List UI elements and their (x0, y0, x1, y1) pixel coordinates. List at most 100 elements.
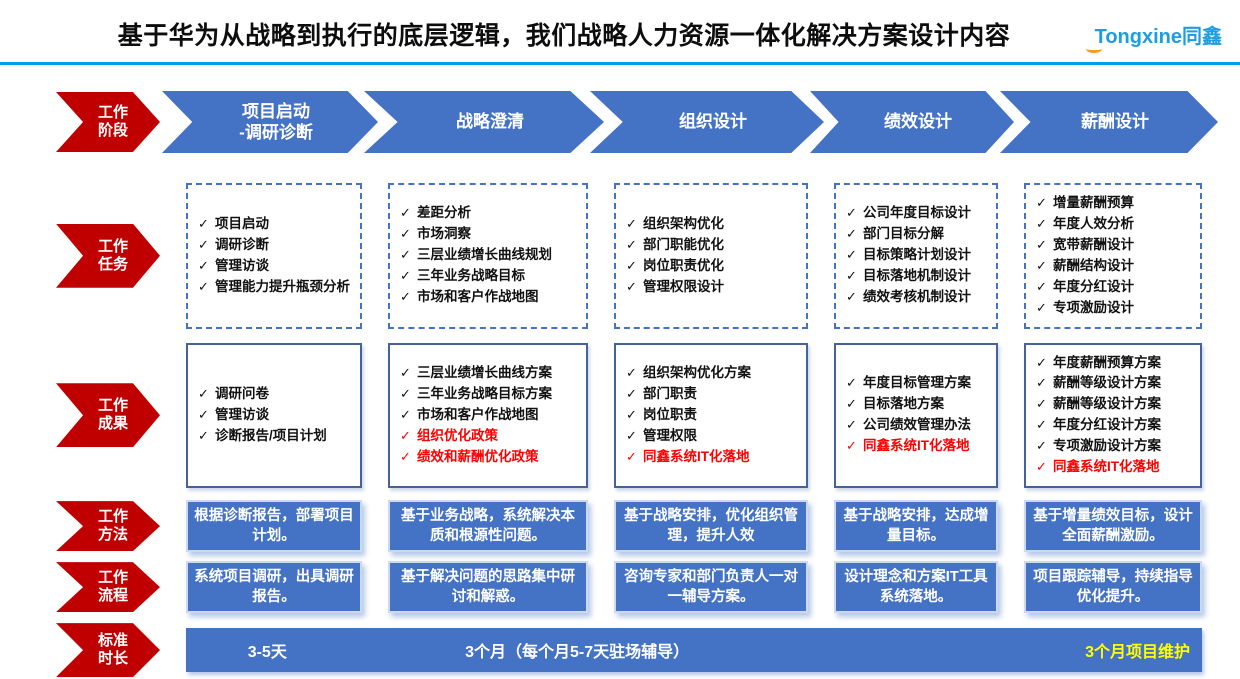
check-item: ✓ 三年业务战略目标方案 (400, 384, 578, 405)
check-icon: ✓ (1036, 278, 1047, 294)
check-item-label: 三层业绩增长曲线方案 (417, 364, 552, 380)
check-item: ✓绩效和薪酬优化政策 (400, 447, 578, 468)
check-icon: ✓ (400, 427, 411, 443)
check-item: ✓ 目标落地方案 (846, 394, 988, 415)
check-item: ✓市场洞察 (400, 224, 578, 245)
check-item: ✓管理访谈 (198, 256, 352, 277)
check-icon: ✓ (626, 364, 637, 380)
check-item-label: 市场洞察 (417, 226, 471, 242)
check-item: ✓市场和客户作战地图 (400, 405, 578, 426)
check-item: ✓ 年度分红设计方案 (1036, 415, 1192, 436)
check-item-label: 专项激励设计 (1053, 299, 1134, 315)
check-icon: ✓ (626, 215, 637, 231)
check-item-label: 三年业务战略目标方案 (417, 385, 552, 401)
row-label-tasks: 工作 任务 (56, 223, 160, 288)
check-item: ✓ 专项激励设计方案 (1036, 436, 1192, 457)
check-item: ✓市场和客户作战地图 (400, 287, 578, 308)
duration-bar: 3-5天 3个月（每个月5-7天驻场辅导） 3个月项目维护 (186, 628, 1202, 673)
flow-box-col2: 基于解决问题的思路集中研讨和解惑。 (388, 561, 588, 614)
check-item-label: 绩效和薪酬优化政策 (417, 448, 539, 464)
result-box-col2: ✓ 三层业绩增长曲线方案 ✓ 三年业务战略目标方案 ✓市场和客户作战地图 ✓组织优化政策… (388, 342, 588, 489)
task-box-col1: ✓项目启动✓调研诊断✓管理访谈✓管理能力提升瓶颈分析 (186, 183, 362, 329)
check-item: ✓组织优化政策 (400, 426, 578, 447)
phase-row: 工作 阶段 项目启动 -调研诊断 战略澄清 组织设计 绩效设计 薪酬设计 (56, 91, 1240, 153)
check-icon: ✓ (400, 289, 411, 305)
check-item: ✓ 三层业绩增长曲线规划 (400, 245, 578, 266)
check-item-label: 三层业绩增长曲线规划 (417, 247, 552, 263)
logo-text: Tongxine同鑫 (1094, 26, 1222, 48)
duration-row: 标准 时长 3-5天 3个月（每个月5-7天驻场辅导） 3个月项目维护 (56, 623, 1240, 678)
check-item: ✓公司绩效管理办法 (846, 415, 988, 436)
check-item: ✓管理权限 (626, 426, 798, 447)
method-box-col2: 基于业务战略，系统解决本质和根源性问题。 (388, 500, 588, 553)
check-item-label: 部门目标分解 (863, 226, 944, 242)
check-item-label: 管理访谈 (215, 257, 269, 273)
check-item: ✓公司年度目标设计 (846, 203, 988, 224)
check-item: ✓增量薪酬预算 (1036, 193, 1192, 214)
check-item-label: 岗位职责 (643, 406, 697, 422)
check-icon: ✓ (1036, 375, 1047, 391)
check-item: ✓诊断报告/项目计划 (198, 426, 352, 447)
check-icon: ✓ (1036, 417, 1047, 433)
check-item: ✓ 岗位职责优化 (626, 256, 798, 277)
process-board: 工作 阶段 项目启动 -调研诊断 战略澄清 组织设计 绩效设计 薪酬设计 (0, 91, 1240, 678)
check-icon: ✓ (400, 247, 411, 263)
check-icon: ✓ (846, 396, 857, 412)
check-icon: ✓ (846, 289, 857, 305)
check-icon: ✓ (1036, 299, 1047, 315)
check-item: ✓ 目标策略计划设计 (846, 245, 988, 266)
header: 基于华为从战略到执行的底层逻辑，我们战略人力资源一体化解决方案设计内容 Tong… (0, 0, 1240, 53)
check-item-label: 组织架构优化 (643, 215, 724, 231)
check-item: ✓部门目标分解 (846, 224, 988, 245)
task-box-col3: ✓组织架构优化✓部门职能优化✓岗位职责优化✓管理权限设计 (614, 183, 808, 329)
check-item-label: 专项激励设计方案 (1053, 438, 1161, 454)
row-label-flow: 工作 流程 (56, 562, 160, 613)
check-item-label: 绩效考核机制设计 (863, 289, 971, 305)
check-item-label: 岗位职责优化 (643, 257, 724, 273)
check-item-label: 薪酬等级设计方案 (1053, 375, 1161, 391)
check-item-label: 组织架构优化方案 (643, 364, 751, 380)
duration-phase3: 3个月项目维护 (1085, 644, 1190, 662)
row-label-results: 工作 成果 (56, 383, 160, 448)
method-box-col1: 根据诊断报告，部署项目计划。 (186, 500, 362, 553)
check-icon: ✓ (626, 406, 637, 422)
check-item: ✓项目启动 (198, 214, 352, 235)
check-icon: ✓ (626, 257, 637, 273)
check-item-label: 年度分红设计方案 (1053, 417, 1161, 433)
check-icon: ✓ (846, 438, 857, 454)
check-icon: ✓ (400, 364, 411, 380)
check-item: ✓宽带薪酬设计 (1036, 235, 1192, 256)
check-icon: ✓ (846, 247, 857, 263)
check-icon: ✓ (198, 385, 209, 401)
check-item: ✓ 三层业绩增长曲线方案 (400, 363, 578, 384)
check-item: ✓ 专项激励设计 (1036, 298, 1192, 319)
check-item-label: 差距分析 (417, 205, 471, 221)
method-row: 工作 方法 根据诊断报告，部署项目计划。 基于业务战略，系统解决本质和根源性问题… (56, 500, 1240, 553)
check-item-label: 同鑫系统IT化落地 (1053, 459, 1160, 475)
result-box-col5: ✓年度薪酬预算方案✓薪酬等级设计方案✓薪酬等级设计方案✓年度分红设计方案✓专项激… (1024, 342, 1202, 489)
check-item-label: 目标策略计划设计 (863, 247, 971, 263)
check-item-label: 年度分红设计 (1053, 278, 1134, 294)
check-icon: ✓ (1036, 438, 1047, 454)
check-item-label: 年度人效分析 (1053, 215, 1134, 231)
method-box-col4: 基于战略安排，达成增量目标。 (834, 500, 998, 553)
method-box-col3: 基于战略安排，优化组织管理，提升人效 (614, 500, 808, 553)
check-item-label: 薪酬等级设计方案 (1053, 396, 1161, 412)
check-item: ✓同鑫系统IT化落地 (1036, 457, 1192, 478)
check-item-label: 目标落地方案 (863, 396, 944, 412)
check-item-label: 薪酬结构设计 (1053, 257, 1134, 273)
check-icon: ✓ (400, 385, 411, 401)
check-icon: ✓ (1036, 257, 1047, 273)
check-item: ✓管理能力提升瓶颈分析 (198, 277, 352, 298)
check-icon: ✓ (626, 448, 637, 464)
header-divider (0, 62, 1240, 65)
check-item-label: 同鑫系统IT化落地 (643, 448, 750, 464)
check-item: ✓薪酬等级设计方案 (1036, 394, 1192, 415)
check-item-label: 管理能力提升瓶颈分析 (215, 278, 350, 294)
check-icon: ✓ (400, 268, 411, 284)
row-label-method: 工作 方法 (56, 501, 160, 552)
check-icon: ✓ (626, 236, 637, 252)
task-box-col2: ✓差距分析✓市场洞察✓三层业绩增长曲线规划✓三年业务战略目标✓市场和客户作战地图 (388, 183, 588, 329)
check-item-label: 部门职能优化 (643, 236, 724, 252)
flow-box-col3: 咨询专家和部门负责人一对一辅导方案。 (614, 561, 808, 614)
